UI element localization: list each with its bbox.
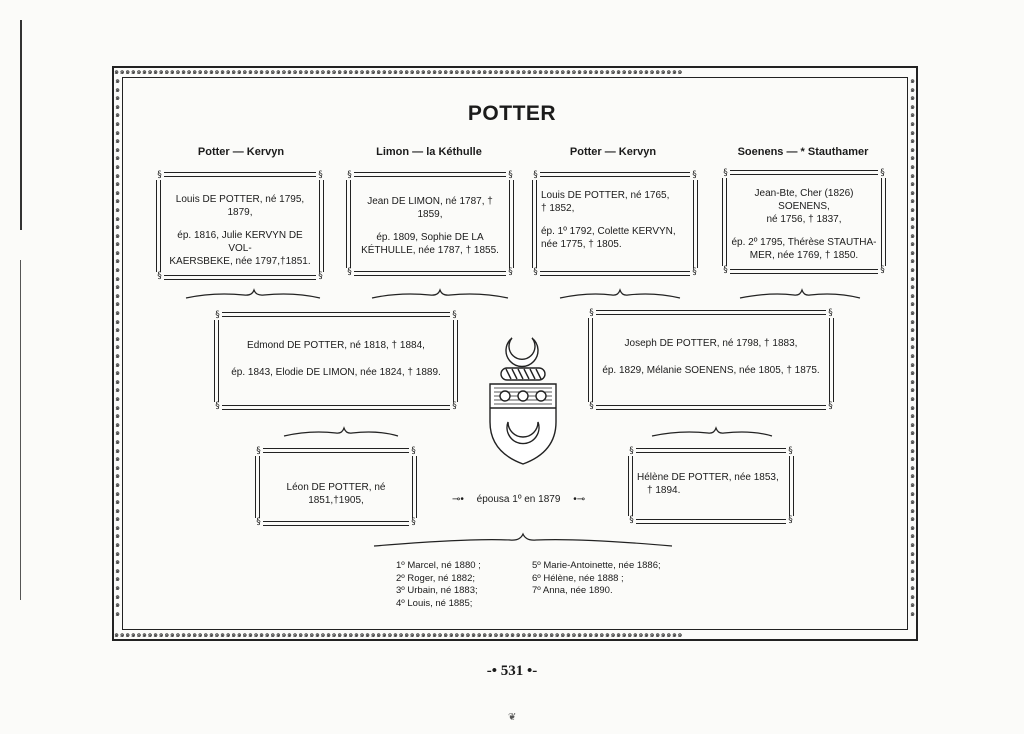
corner-ornament: § <box>155 171 164 180</box>
ornament-left: ๑๑๑๑๑๑๑๑๑๑๑๑๑๑๑๑๑๑๑๑๑๑๑๑๑๑๑๑๑๑๑๑๑๑๑๑๑๑๑๑… <box>114 77 121 618</box>
parent-box: § § § § Edmond DE POTTER, né 1818, † 1884,… <box>213 311 459 411</box>
ancestor-entry: Jean-Bte, Cher (1826) SOENENS, né 1756, … <box>731 188 877 261</box>
coat-of-arms <box>489 337 557 465</box>
brace <box>373 532 673 547</box>
corner-ornament: § <box>721 266 730 275</box>
corner-ornament: § <box>450 311 459 320</box>
corner-ornament: § <box>213 311 222 320</box>
corner-ornament: § <box>690 268 699 277</box>
fleuron-icon: ❦ <box>508 712 517 723</box>
brace <box>283 426 399 437</box>
corner-ornament: § <box>254 518 263 527</box>
crescent-crest-icon <box>505 337 539 368</box>
ancestor-box: § § § § Jean DE LIMON, né 1787, † 1859, ép… <box>345 171 515 277</box>
family-title: POTTER <box>467 102 557 125</box>
ancestor-entry: Louis DE POTTER, né 1795, 1879, ép. 1816… <box>169 194 311 267</box>
couple-heading: Potter — Kervyn <box>197 146 285 158</box>
brace <box>739 288 861 299</box>
ornament-right: ๑๑๑๑๑๑๑๑๑๑๑๑๑๑๑๑๑๑๑๑๑๑๑๑๑๑๑๑๑๑๑๑๑๑๑๑๑๑๑๑… <box>909 77 916 618</box>
corner-ornament: § <box>450 402 459 411</box>
margin-line <box>20 260 21 600</box>
corner-ornament: § <box>690 171 699 180</box>
corner-ornament: § <box>878 266 887 275</box>
corner-ornament: § <box>786 447 795 456</box>
brace <box>371 288 509 299</box>
corner-ornament: § <box>254 447 263 456</box>
parent-entry: Edmond DE POTTER, né 1818, † 1884, ép. 1… <box>231 340 441 378</box>
corner-ornament: § <box>721 169 730 178</box>
couple-heading: Potter — Kervyn <box>569 146 657 158</box>
page-border-inner <box>122 77 908 630</box>
parent-box: § § § § Joseph DE POTTER, né 1798, † 1883,… <box>587 309 835 411</box>
corner-ornament: § <box>878 169 887 178</box>
corner-ornament: § <box>213 402 222 411</box>
corner-ornament: § <box>506 171 515 180</box>
page-border-outer <box>112 66 918 641</box>
parent-entry: Joseph DE POTTER, né 1798, † 1883, ép. 1… <box>602 338 820 376</box>
corner-ornament: § <box>627 447 636 456</box>
corner-ornament: § <box>531 171 540 180</box>
corner-ornament: § <box>316 272 325 281</box>
corner-ornament: § <box>409 447 418 456</box>
corner-ornament: § <box>587 309 596 318</box>
ancestor-box: § § § § Louis DE POTTER, né 1765, † 1852, … <box>531 171 699 277</box>
children-list: 5º Marie-Antoinette, née 1886; 6º Hélène… <box>532 560 661 596</box>
ancestor-entry: Louis DE POTTER, né 1765, † 1852, ép. 1º… <box>541 190 676 250</box>
corner-ornament: § <box>587 402 596 411</box>
marriage-note: ⊸• épousa 1º en 1879 •⊸ <box>452 494 586 505</box>
corner-ornament: § <box>531 268 540 277</box>
ornament-top: ๑๑๑๑๑๑๑๑๑๑๑๑๑๑๑๑๑๑๑๑๑๑๑๑๑๑๑๑๑๑๑๑๑๑๑๑๑๑๑๑… <box>114 68 683 76</box>
arrow-right-icon: •⊸ <box>573 494 586 505</box>
corner-ornament: § <box>627 516 636 525</box>
corner-ornament: § <box>826 309 835 318</box>
brace <box>185 288 321 299</box>
corner-ornament: § <box>155 272 164 281</box>
brace <box>651 426 773 437</box>
ornament-dash: •- <box>523 663 538 679</box>
corner-ornament: § <box>345 268 354 277</box>
page-number: -• 531 •- <box>486 663 538 679</box>
corner-ornament: § <box>316 171 325 180</box>
corner-ornament: § <box>409 518 418 527</box>
spouse-entry: Léon DE POTTER, né 1851,†1905, <box>286 482 386 506</box>
arrow-left-icon: ⊸• <box>452 494 464 505</box>
ancestor-entry: Jean DE LIMON, né 1787, † 1859, ép. 1809… <box>361 196 499 256</box>
crescent-icon <box>506 421 540 445</box>
corner-ornament: § <box>345 171 354 180</box>
corner-ornament: § <box>786 516 795 525</box>
ancestor-box: § § § § Jean-Bte, Cher (1826) SOENENS, né … <box>721 169 887 275</box>
spouse-box: § § § § Léon DE POTTER, né 1851,†1905, <box>254 447 418 527</box>
corner-ornament: § <box>506 268 515 277</box>
spouse-box: § § § § Hélène DE POTTER, née 1853, † 1894… <box>627 447 795 525</box>
ancestor-box: § § § § Louis DE POTTER, né 1795, 1879, ép… <box>155 171 325 281</box>
couple-heading: Limon — la Kéthulle <box>376 146 482 158</box>
brace <box>559 288 681 299</box>
corner-ornament: § <box>826 402 835 411</box>
couple-heading: Soenens — * Stauthamer <box>737 146 869 158</box>
ornament-dash: -• <box>486 663 501 679</box>
ornament-bottom: ๑๑๑๑๑๑๑๑๑๑๑๑๑๑๑๑๑๑๑๑๑๑๑๑๑๑๑๑๑๑๑๑๑๑๑๑๑๑๑๑… <box>114 631 683 639</box>
margin-line <box>20 20 22 230</box>
spouse-entry: Hélène DE POTTER, née 1853, † 1894. <box>637 472 779 496</box>
children-list: 1º Marcel, né 1880 ; 2º Roger, né 1882; … <box>396 560 481 609</box>
